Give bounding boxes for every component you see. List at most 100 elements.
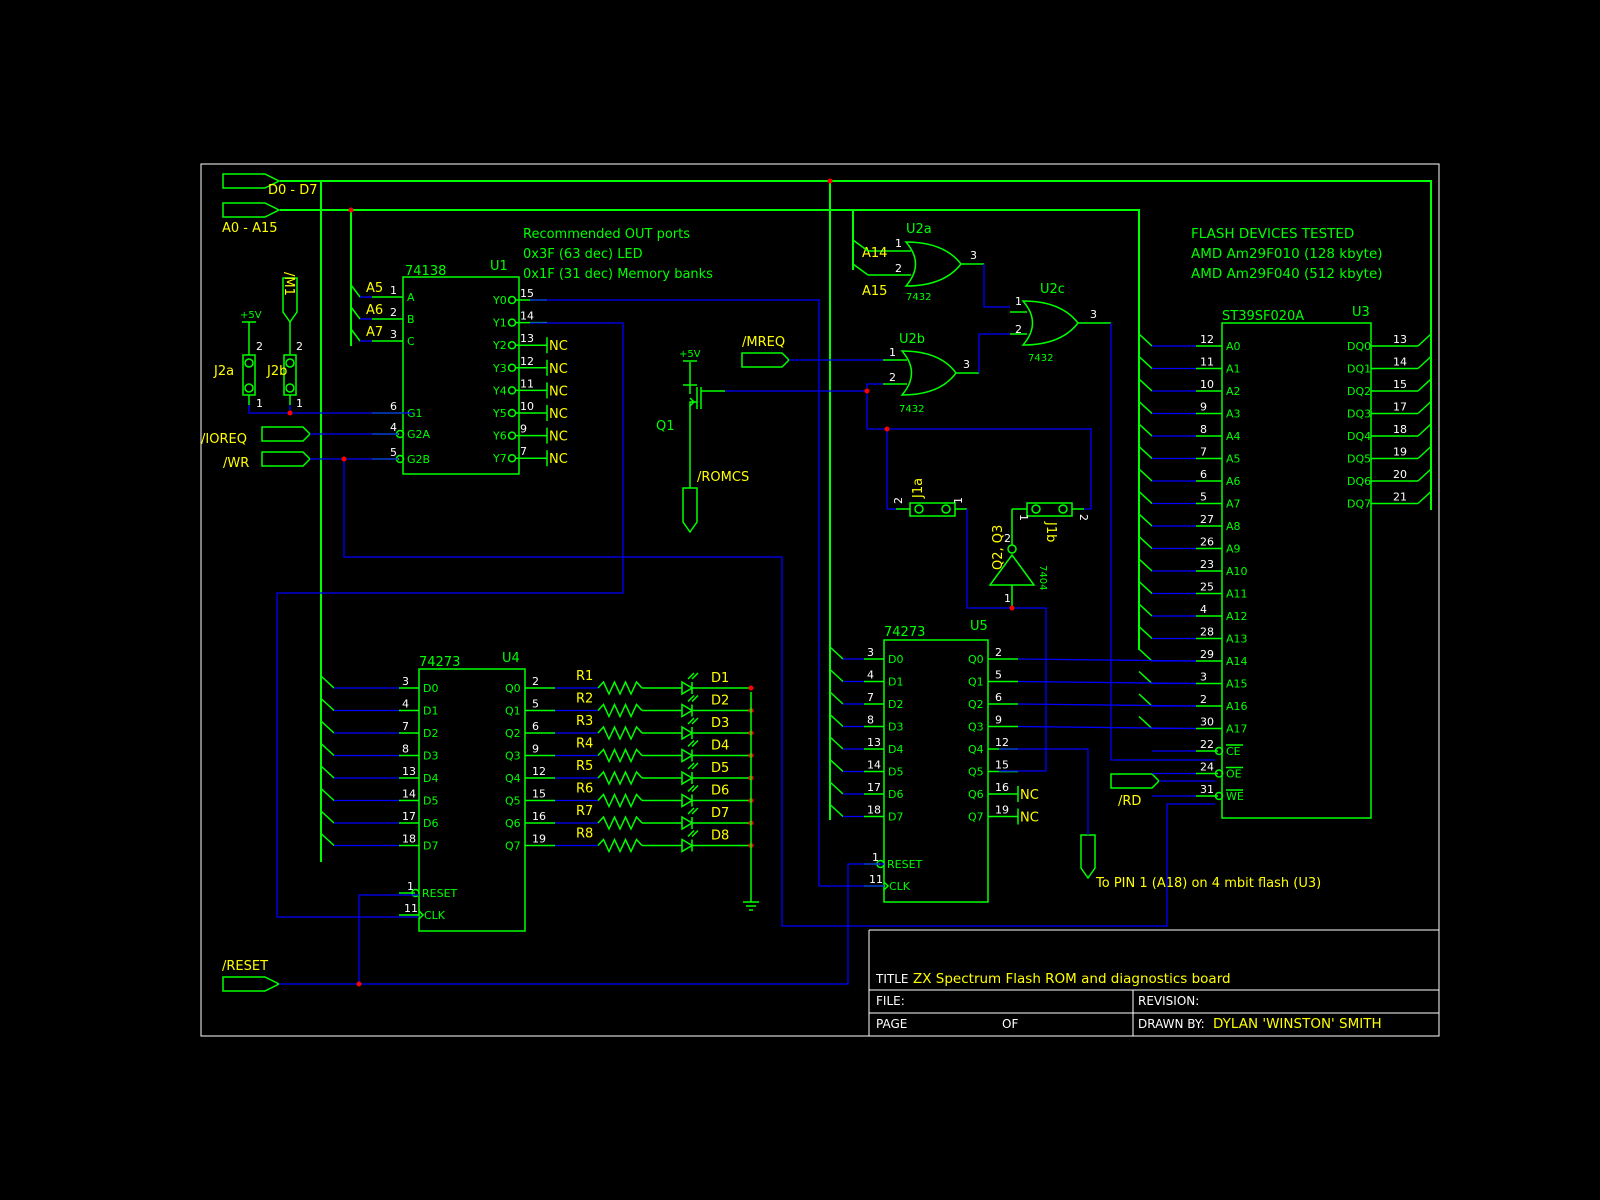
led-label: D8	[711, 829, 729, 844]
u4-pin-number: 12	[532, 765, 546, 778]
led-emission-icon	[687, 762, 699, 770]
u3-pin-name: DQ3	[1347, 408, 1371, 421]
u5-pin-name: D5	[888, 766, 903, 779]
flash-note-2: AMD Am29F010 (128 kbyte)	[1191, 246, 1383, 262]
u5-nc-label: NC	[1020, 788, 1039, 803]
port-wr[interactable]	[261, 451, 312, 467]
u5-pin-name: D7	[888, 811, 903, 824]
j2a-plus5v: +5V	[240, 310, 262, 321]
u3-pin-name: DQ2	[1347, 385, 1371, 398]
u5-pin-name: Q1	[968, 676, 984, 689]
to-pin1-note: To PIN 1 (A18) on 4 mbit flash (U3)	[1095, 876, 1321, 891]
u3-bus-entry	[1138, 490, 1153, 505]
u1-inversion-bubble	[507, 386, 517, 395]
port-a18[interactable]	[1080, 834, 1096, 880]
u3-left-pins: 12A011A110A29A38A47A56A65A727A826A923A10…	[1138, 333, 1248, 803]
u5-pin-number: 11	[869, 873, 883, 886]
led-d8	[681, 838, 694, 853]
u4-pins: 3D04D17D28D313D414D517D618D7Q02Q15Q26Q39…	[320, 675, 555, 922]
u2c-pin3: 3	[1090, 308, 1097, 321]
resistor-label: R3	[576, 714, 593, 729]
u5-to-flash-wire	[1017, 658, 1197, 662]
u1-inversion-bubble	[507, 318, 517, 327]
u4-pin-number: 13	[402, 765, 416, 778]
u3-bus-entry	[1138, 513, 1153, 527]
u3-bus-entry	[1138, 400, 1153, 415]
u3-pin-number: 12	[1200, 333, 1214, 346]
u1-pin-name: Y6	[492, 430, 507, 443]
u3-bus-entry	[1138, 423, 1153, 437]
u3-pin-name: DQ0	[1347, 340, 1371, 353]
u3-pin-name: A15	[1226, 678, 1248, 691]
u1-pin-number: 2	[390, 306, 397, 319]
u3-bus-entry	[1417, 378, 1432, 392]
u1-part: 74138	[405, 264, 446, 279]
j2b-pin1: 1	[296, 397, 303, 410]
resistor-label: R7	[576, 804, 593, 819]
u5-bus-entry	[829, 713, 844, 728]
u1-ref: U1	[490, 259, 508, 274]
u3-bus-entry	[1138, 625, 1153, 640]
led-d5	[681, 770, 694, 786]
u4-pin-name: Q1	[505, 705, 521, 718]
u1-inversion-bubble	[507, 295, 517, 305]
led-d3	[681, 725, 694, 741]
u3-pin-number: 13	[1393, 333, 1407, 346]
u4-pin-name: D3	[423, 750, 438, 763]
port-m1[interactable]	[282, 277, 298, 324]
port-rd[interactable]	[1110, 773, 1161, 789]
led-label: D3	[711, 716, 729, 731]
inverter-pin1: 1	[1004, 592, 1011, 605]
u4-pin-name: Q0	[505, 682, 521, 695]
u5-bus-entry	[829, 646, 844, 660]
u1-inversion-bubble	[507, 431, 517, 440]
u3-ref: U3	[1352, 305, 1370, 320]
u5-pin-name: Q4	[968, 743, 984, 756]
u3-bus-entry	[1138, 445, 1153, 460]
led-d4	[681, 748, 694, 763]
u4-pin-number: 17	[402, 810, 416, 823]
led-label: D4	[711, 739, 729, 754]
u2b-ref: U2b	[899, 332, 925, 347]
u4-pin-name: D5	[423, 795, 438, 808]
port-reset[interactable]	[222, 976, 281, 992]
u4-pin-name: Q4	[505, 772, 521, 785]
u3-pin-number: 22	[1200, 738, 1214, 751]
u2c-part: 7432	[1028, 353, 1053, 364]
led-label: D7	[711, 806, 729, 821]
u3-bus-entry	[1138, 355, 1153, 370]
u1-pin-number: 7	[520, 445, 527, 458]
port-mreq[interactable]	[741, 352, 791, 368]
u4-pin-name: D7	[423, 840, 438, 853]
u5-pin-number: 18	[867, 804, 881, 817]
u4-bus-entry	[320, 742, 335, 757]
page-label: PAGE	[876, 1017, 907, 1031]
u4-pin-number: 18	[402, 833, 416, 846]
port-ioreq[interactable]	[261, 426, 312, 442]
u4-pin-number: 14	[402, 788, 416, 801]
port-romcs[interactable]	[682, 487, 698, 534]
resistor-label: R6	[576, 782, 593, 797]
jumper-j2b[interactable]	[283, 322, 297, 405]
u5-pin-number: 1	[872, 851, 879, 864]
port-a0-a15[interactable]	[222, 202, 281, 218]
port-d0-d7[interactable]	[222, 173, 281, 189]
u1-bus-entry	[350, 328, 361, 342]
of-label: OF	[1002, 1017, 1018, 1031]
u2-a14-a15-entries	[852, 239, 869, 276]
u3-pin-number: 2	[1200, 693, 1207, 706]
jumper-j2a[interactable]	[242, 341, 256, 405]
u5-pin-name: D1	[888, 676, 903, 689]
u1-bus-entry	[350, 306, 361, 320]
u5-pin-name: Q6	[968, 788, 984, 801]
u4-ref: U4	[502, 651, 520, 666]
u1-pin-number: 3	[390, 328, 397, 341]
u3-part: ST39SF020A	[1222, 309, 1304, 324]
u5-pin-number: 4	[867, 669, 874, 682]
data-bus	[280, 180, 1432, 510]
jumper-j1b[interactable]	[1012, 502, 1084, 517]
u3-pin-number: 27	[1200, 513, 1214, 526]
jumper-j1a[interactable]	[896, 502, 967, 517]
